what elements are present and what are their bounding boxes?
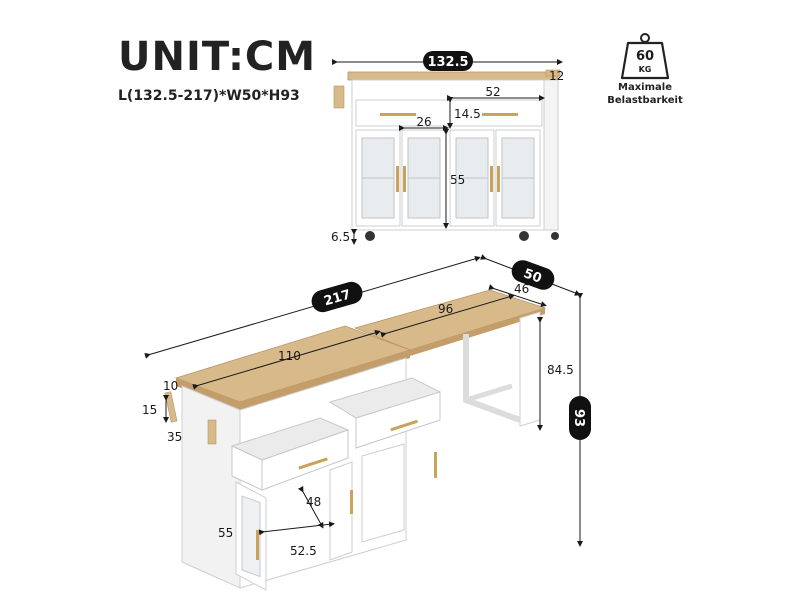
drawer-width-label: 52 xyxy=(485,85,500,99)
side-depth-label: 12 xyxy=(549,69,564,83)
total-length-label: 217 xyxy=(322,287,352,309)
drawer-open-left-front xyxy=(261,429,349,491)
extended-view: 217 50 46 96 110 xyxy=(142,254,591,591)
door-handle xyxy=(434,452,437,478)
door-handle xyxy=(256,530,259,560)
unit-title: UNIT:CM xyxy=(118,34,317,80)
length-pill xyxy=(311,281,363,313)
towel-bar-c-label: 35 xyxy=(167,430,182,444)
drawer-handle-left xyxy=(380,113,416,116)
extension-leg xyxy=(519,311,541,427)
door-handle xyxy=(396,166,399,192)
front-width-pill xyxy=(423,51,473,71)
towel-rack-left xyxy=(333,85,345,109)
dimensions-subtitle: L(132.5-217)*W50*H93 xyxy=(118,88,300,104)
towel-bar-end xyxy=(207,419,217,445)
main-top-edge-left xyxy=(176,378,240,410)
drawer-handle xyxy=(298,457,328,470)
front-countertop xyxy=(347,71,559,81)
door-width-label: 26 xyxy=(416,115,431,129)
towel-rack-right xyxy=(545,69,561,77)
weight-unit: KG xyxy=(639,65,652,74)
door-open-center xyxy=(329,461,353,561)
drawer-open-right-front xyxy=(355,391,441,449)
front-doors xyxy=(355,129,541,227)
wheel xyxy=(365,231,375,241)
extension-depth-label: 46 xyxy=(514,282,529,296)
towel-bar-a-label: 10 xyxy=(163,379,178,393)
towel-bar-b-label: 15 xyxy=(142,403,157,417)
width-pill xyxy=(511,260,555,290)
door-handle xyxy=(497,166,500,192)
door-handle xyxy=(350,490,353,514)
wheel-height-label: 6.5 xyxy=(331,230,350,244)
door-height-label: 55 xyxy=(450,173,465,187)
door-handle xyxy=(403,166,406,192)
total-height-label: 93 xyxy=(571,409,586,427)
extension-length-label: 96 xyxy=(438,302,453,316)
table-height-label: 84.5 xyxy=(547,363,574,377)
drawer-handle-right xyxy=(482,113,518,116)
door-right xyxy=(361,443,405,543)
cabinet-inner-width-label: 52.5 xyxy=(290,544,317,558)
weight-value: 60 xyxy=(636,49,654,64)
wheel xyxy=(519,231,529,241)
width-label: 50 xyxy=(521,266,543,286)
front-width-label: 132.5 xyxy=(427,55,468,70)
extension-leg-frame xyxy=(463,334,522,423)
cabinet-inner-depth-label: 48 xyxy=(306,495,321,509)
weight-icon: 60 KG xyxy=(620,33,670,80)
main-side xyxy=(181,385,241,589)
drawer-handle xyxy=(390,419,418,432)
drawer-height-label: 14.5 xyxy=(454,107,481,121)
weight-label-line1: Maximale xyxy=(618,82,672,93)
weight-label-line2: Belastbarkeit xyxy=(607,95,683,106)
towel-bar xyxy=(164,391,178,423)
front-cabinet-side xyxy=(543,79,559,231)
height-pill xyxy=(569,396,591,440)
front-view: 132.5 52 14.5 12 xyxy=(331,51,564,245)
door-handle xyxy=(490,166,493,192)
wheel xyxy=(551,232,559,240)
cabinet-height-label: 55 xyxy=(218,526,233,540)
top-length-label: 110 xyxy=(278,349,301,363)
